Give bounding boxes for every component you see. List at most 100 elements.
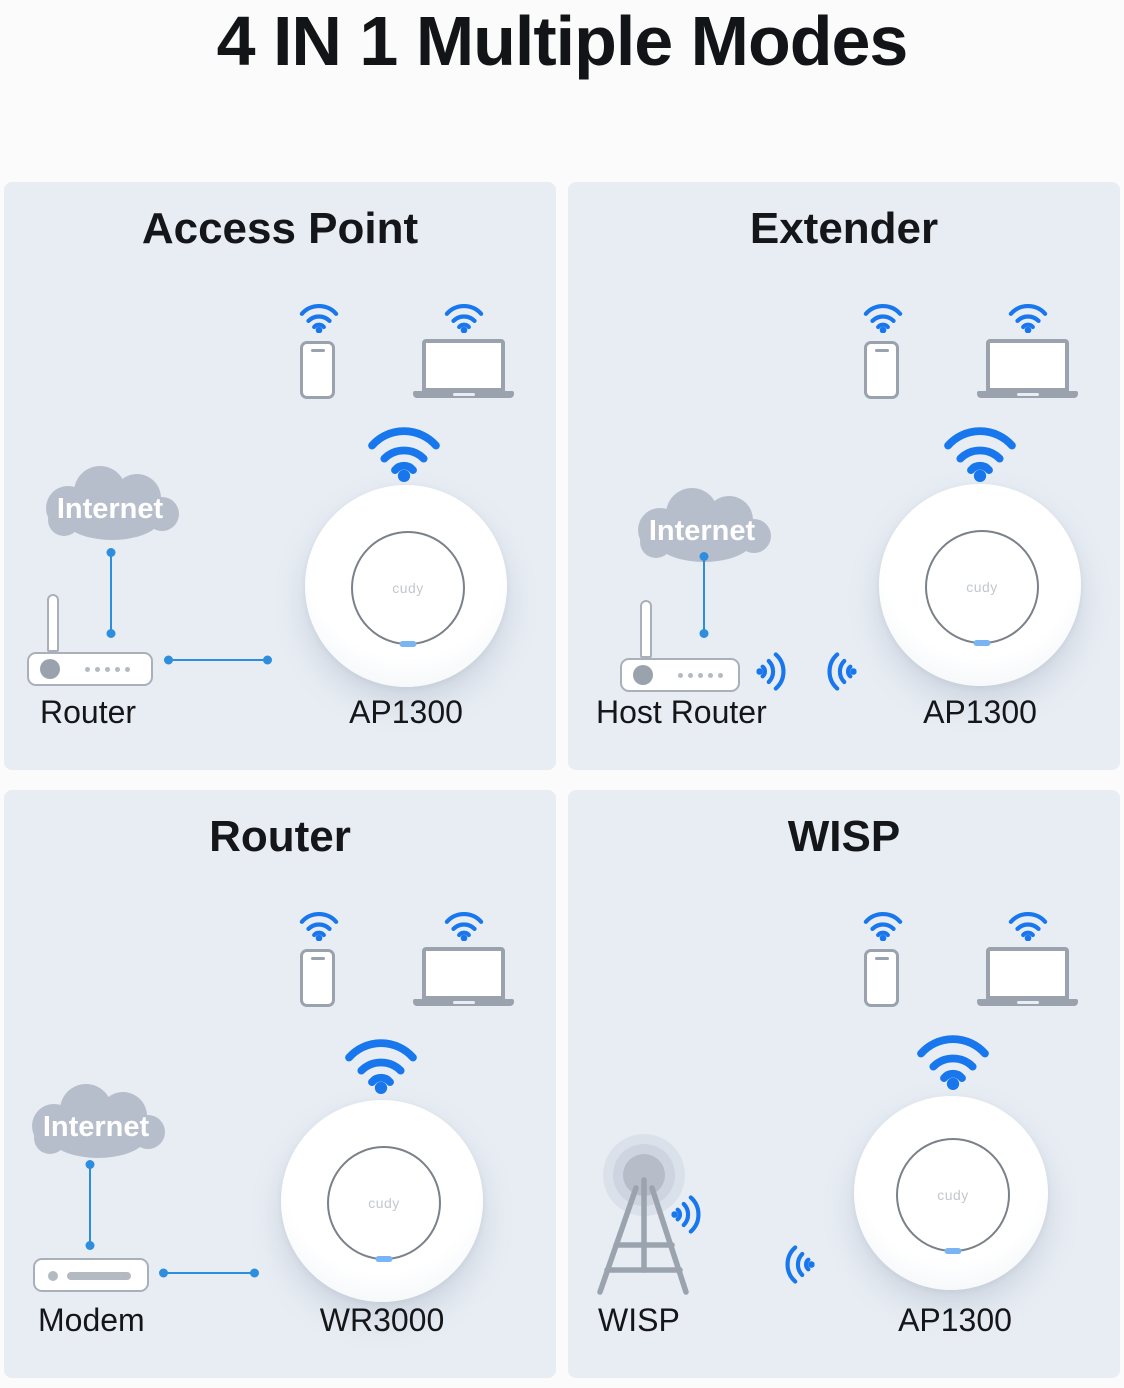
wifi-broadcast-icon	[340, 1028, 422, 1094]
main-device-label: AP1300	[349, 694, 463, 730]
laptop-base	[413, 391, 514, 398]
cudy-access-point-device: cudy	[854, 1096, 1048, 1290]
wireless-emit-left-icon	[777, 1242, 817, 1286]
cloud-label: Internet	[57, 493, 164, 525]
main-device-label: WR3000	[319, 1302, 445, 1338]
source-device-label: Host Router	[596, 694, 767, 730]
wireless-emit-right-icon	[754, 649, 794, 693]
laptop-icon	[413, 947, 514, 1006]
laptop-notch	[1016, 393, 1039, 396]
panel-wisp: WISP cudy	[568, 790, 1120, 1378]
cudy-logo: cudy	[937, 1187, 969, 1203]
laptop-icon	[977, 339, 1078, 398]
phone-speaker	[310, 957, 325, 960]
smartphone-icon	[300, 341, 335, 399]
wired-link-cloud-router	[703, 556, 705, 634]
smartphone-icon	[864, 341, 899, 399]
laptop-base	[977, 999, 1078, 1006]
router-icon	[27, 594, 157, 686]
phone-speaker	[874, 957, 889, 960]
laptop-screen	[422, 339, 505, 392]
wireless-emit-right-icon	[669, 1192, 709, 1236]
main-device-label: AP1300	[898, 1302, 1012, 1338]
laptop-screen	[986, 947, 1069, 1000]
cudy-logo: cudy	[966, 579, 998, 595]
wired-link-router-ap	[168, 659, 268, 661]
device-led-light	[944, 1248, 962, 1254]
phone-speaker	[310, 349, 325, 352]
source-device-label: WISP	[598, 1302, 680, 1338]
smartphone-icon	[864, 949, 899, 1007]
wisp-radio-tower-icon	[586, 1120, 694, 1295]
laptop-icon	[977, 947, 1078, 1006]
wifi-broadcast-icon	[912, 1024, 994, 1090]
device-led-light	[375, 1256, 393, 1262]
laptop-notch	[452, 1001, 475, 1004]
modem-led	[48, 1271, 58, 1281]
router-antenna	[640, 600, 652, 658]
modem-bar	[67, 1272, 131, 1280]
device-ring: cudy	[351, 531, 465, 647]
smartphone-icon	[300, 949, 335, 1007]
wired-link-cloud-router	[110, 552, 112, 634]
laptop-camera-dot	[1025, 343, 1030, 347]
laptop-screen	[422, 947, 505, 1000]
panel-router: Router Internet cudy Modem WR3	[4, 790, 556, 1378]
wifi-broadcast-icon	[939, 416, 1021, 482]
cudy-logo: cudy	[392, 580, 424, 596]
router-led	[40, 659, 60, 679]
laptop-base	[977, 391, 1078, 398]
cloud-label: Internet	[649, 515, 756, 547]
device-ring: cudy	[896, 1138, 1010, 1254]
laptop-base	[413, 999, 514, 1006]
page-title: 4 IN 1 Multiple Modes	[216, 2, 909, 80]
host-router-icon	[620, 600, 750, 692]
modem-icon	[33, 1258, 149, 1292]
wifi-signal-icon	[442, 298, 486, 334]
router-ports-dots	[85, 667, 130, 672]
laptop-notch	[1016, 1001, 1039, 1004]
phone-speaker	[874, 349, 889, 352]
device-ring: cudy	[327, 1146, 441, 1262]
panel-access-point: Access Point Internet cudy	[4, 182, 556, 770]
main-device-label: AP1300	[923, 694, 1037, 730]
laptop-notch	[452, 393, 475, 396]
internet-cloud-icon: Internet	[34, 462, 186, 542]
panel-title: Extender	[749, 204, 939, 253]
wireless-emit-left-icon	[819, 649, 859, 693]
internet-cloud-icon: Internet	[626, 484, 778, 564]
wifi-signal-icon	[297, 298, 341, 334]
wired-link-cloud-modem	[89, 1164, 91, 1246]
cudy-access-point-device: cudy	[305, 485, 507, 687]
router-body	[27, 652, 153, 686]
wifi-signal-icon	[1006, 906, 1050, 942]
panel-title: Router	[209, 812, 351, 861]
wifi-signal-icon	[442, 906, 486, 942]
laptop-screen	[986, 339, 1069, 392]
wifi-broadcast-icon	[363, 416, 445, 482]
cudy-access-point-device: cudy	[879, 484, 1081, 686]
laptop-camera-dot	[1025, 951, 1030, 955]
wifi-signal-icon	[1006, 298, 1050, 334]
router-antenna	[47, 594, 59, 652]
device-led-light	[399, 641, 417, 647]
router-led	[633, 665, 653, 685]
laptop-icon	[413, 339, 514, 398]
internet-cloud-icon: Internet	[20, 1080, 172, 1160]
device-led-light	[973, 640, 991, 646]
device-ring: cudy	[925, 530, 1039, 646]
source-device-label: Router	[40, 694, 137, 730]
wifi-signal-icon	[861, 906, 905, 942]
wifi-signal-icon	[861, 298, 905, 334]
panel-extender: Extender Internet cud	[568, 182, 1120, 770]
panel-title: Access Point	[141, 204, 419, 253]
panel-title: WISP	[787, 812, 901, 861]
cudy-router-device: cudy	[281, 1100, 483, 1302]
cloud-label: Internet	[43, 1111, 150, 1143]
source-device-label: Modem	[38, 1302, 145, 1338]
laptop-camera-dot	[461, 343, 466, 347]
wifi-signal-icon	[297, 906, 341, 942]
laptop-camera-dot	[461, 951, 466, 955]
router-ports-dots	[678, 673, 723, 678]
